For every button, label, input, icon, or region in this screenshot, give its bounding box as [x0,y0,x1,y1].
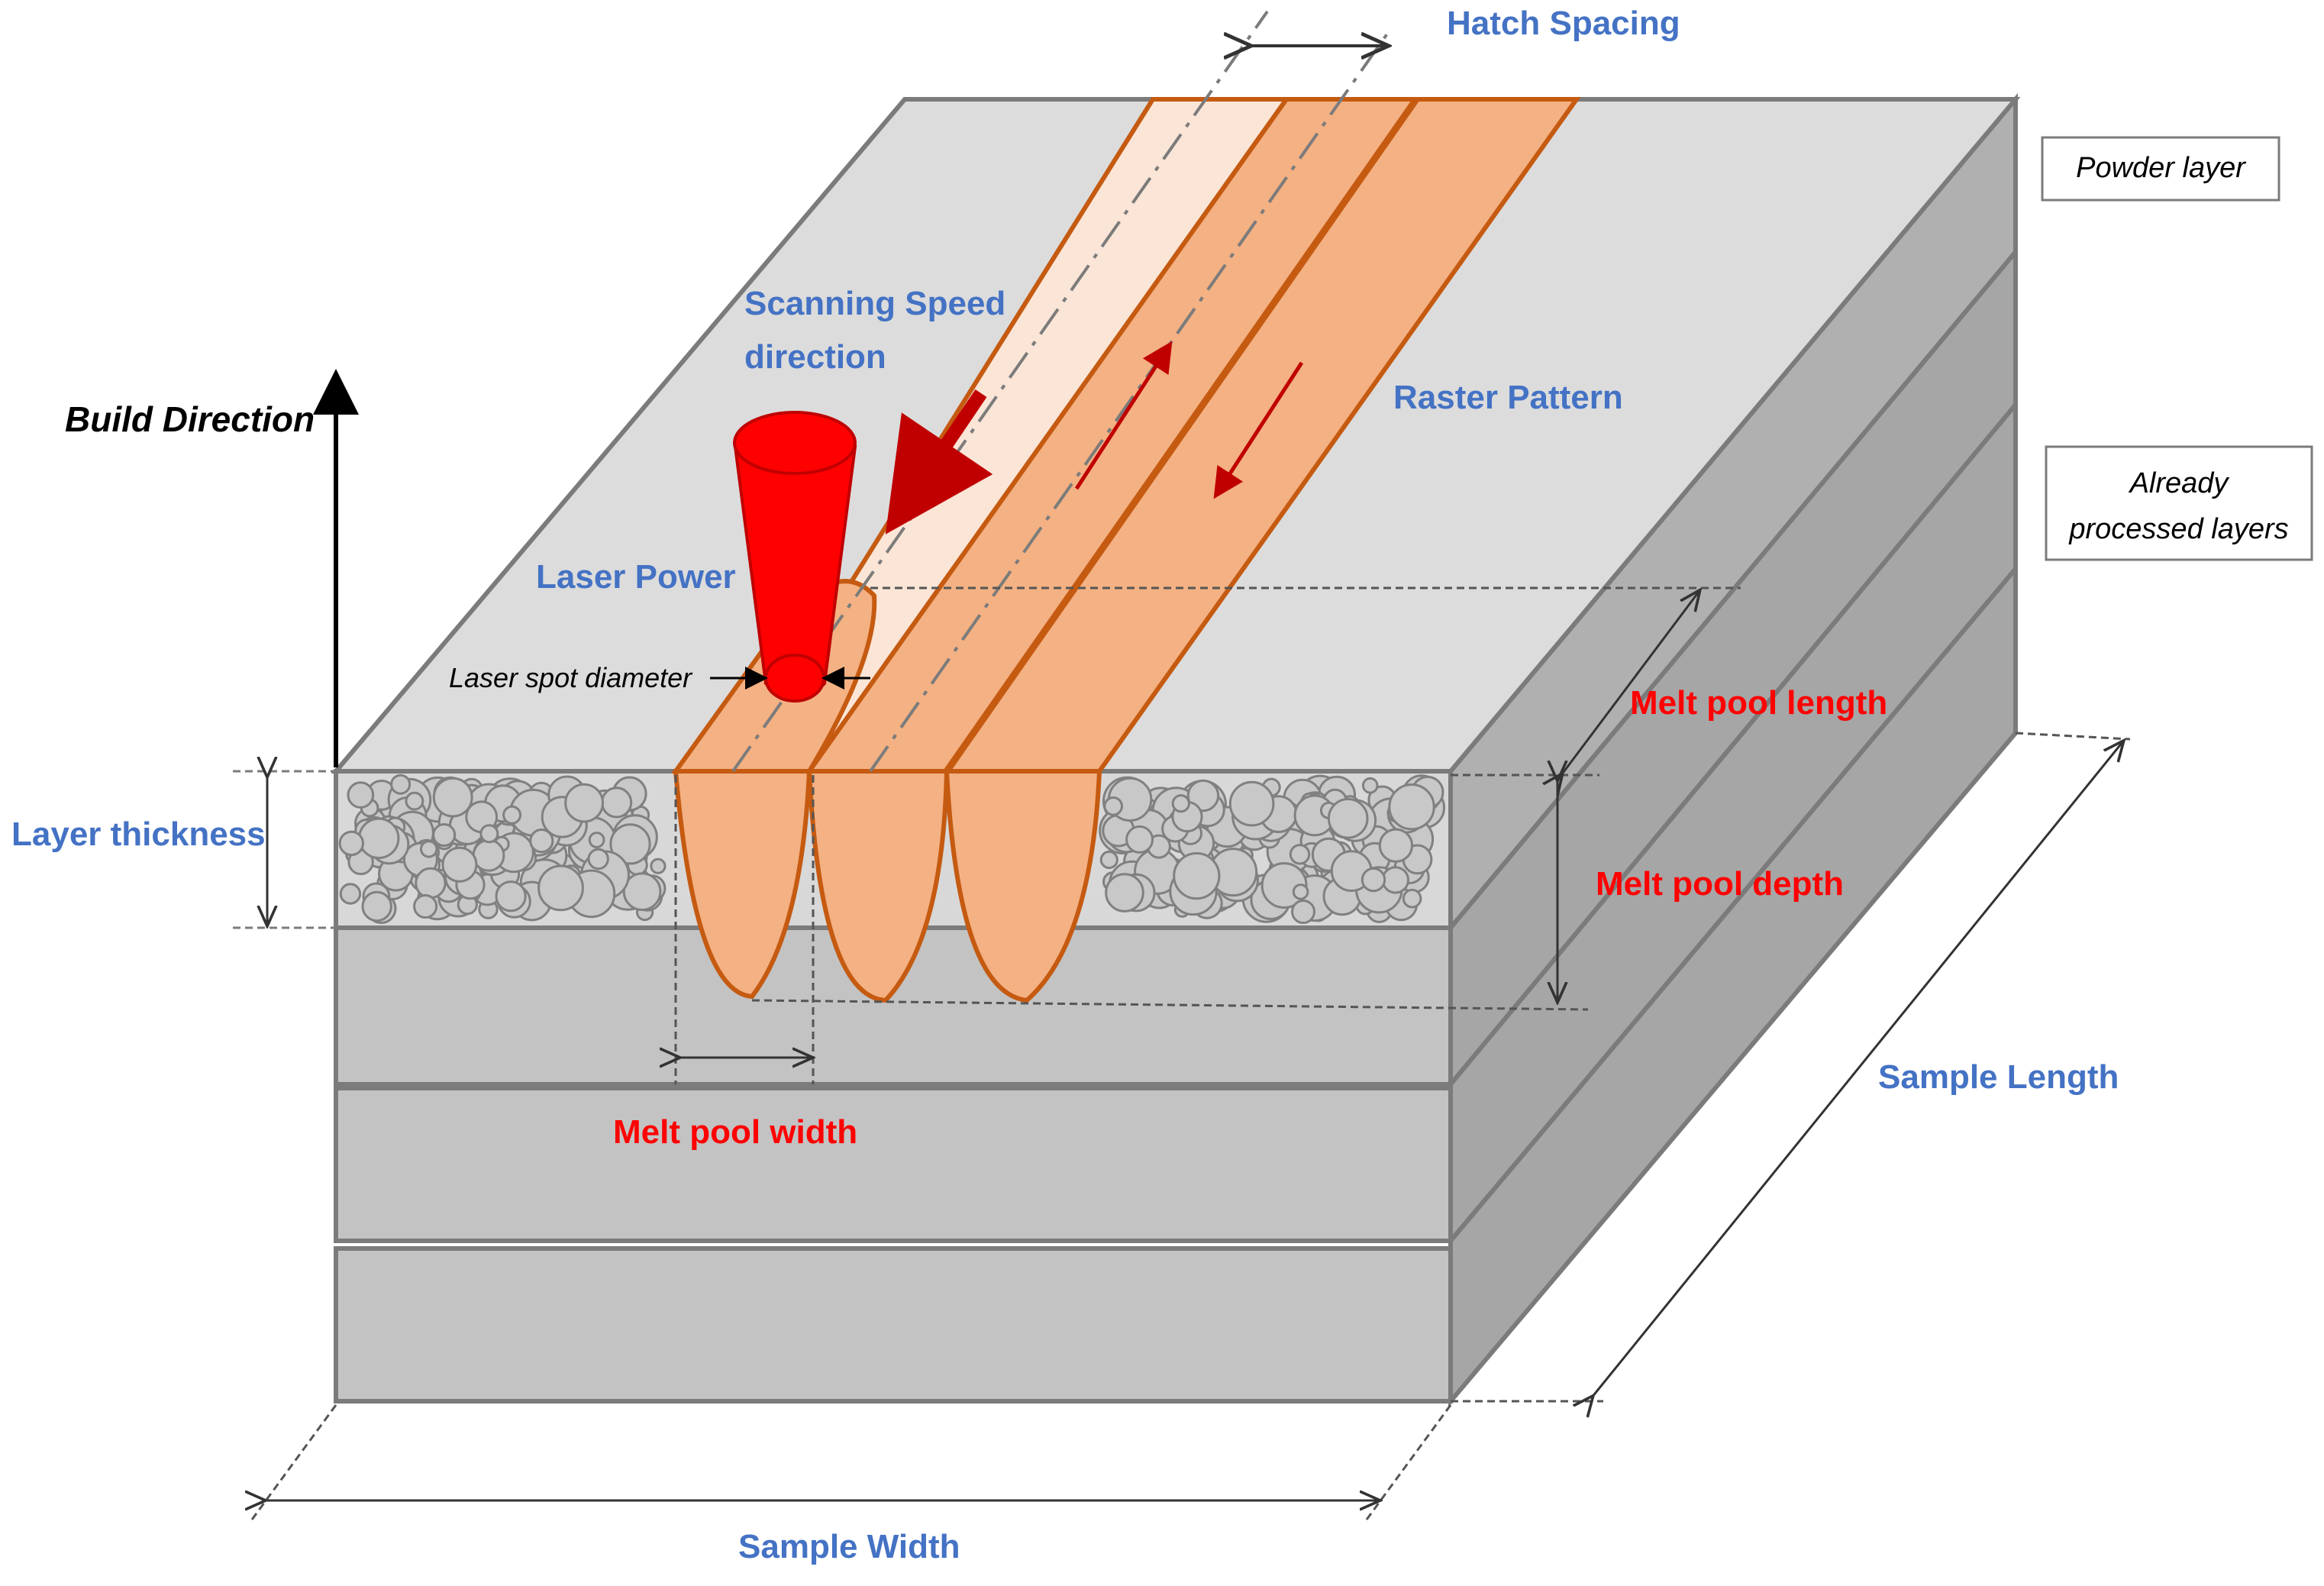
sample-length-ext-top [2015,732,2131,741]
melt-pool-length-label: Melt pool length [1630,684,1887,722]
powder-layer-box [2041,136,2280,202]
powder-particles [338,774,1445,925]
hatch-spacing-label: Hatch Spacing [1447,5,1680,42]
powder-particle [1173,852,1221,900]
scanning-speed-label-line1: Scanning Speed [744,285,1005,322]
powder-particle [405,791,424,811]
scan-speed-arrow [885,389,993,535]
powder-particle [479,824,499,844]
powder-particle [502,805,522,825]
processed-layers-label-line1: Already [2129,467,2230,499]
melt-pool-depth-label: Melt pool depth [1596,865,1844,903]
processed-layers-box [2045,445,2313,561]
dimension-lines [233,46,2131,1520]
powder-particle [601,787,633,819]
powder-particle [413,894,438,919]
powder-particle [347,781,375,809]
powder-particle [588,832,605,848]
powder-particle [609,823,651,865]
track-boundary-line [944,97,1419,774]
sample-length-label: Sample Length [1878,1058,2119,1096]
sample-width-label: Sample Width [738,1528,960,1565]
powder-particle [420,840,438,858]
raster-pattern-label: Raster Pattern [1393,379,1623,416]
melt-pool-section-1 [673,769,812,1000]
powder-particle [1381,866,1410,894]
raster-up-arrow [1074,341,1173,490]
powder-particle [338,830,364,857]
laser-spot [764,654,825,703]
powder-particle [1291,900,1315,924]
powder-particle [1099,850,1118,870]
powder-particle [1105,873,1144,913]
powder-particle [537,864,584,912]
powder-particle [1289,844,1311,865]
melt-pool-sections [673,769,1102,1003]
powder-particle [1361,777,1379,794]
front-layer-3 [334,1086,1453,1243]
powder-particle [415,867,447,900]
melt-pool-depth-ext-bottom [751,999,1589,1011]
sample-length-arrow [1592,742,2122,1397]
callout-boxes: Powder layer Already processed layers [2041,136,2313,561]
laser-cone-top [733,411,857,475]
melt-pool-section-2 [806,769,950,1003]
sample-width-ext-left [250,1404,337,1520]
front-layer-4 [334,1246,1453,1403]
powder-particle [432,777,473,818]
laser-beam [733,411,857,703]
powder-particle [390,774,412,795]
powder-particle [1103,796,1123,816]
sample-width-ext-right [1365,1404,1452,1520]
powder-particle [650,858,667,874]
powder-particle [1402,888,1422,909]
powder-particle [1292,883,1309,900]
powder-particle [1361,867,1386,893]
powder-particle [1125,825,1154,854]
powder-particle [1378,828,1414,863]
laser-spot-diameter-label: Laser spot diameter [449,662,693,693]
powder-particle [432,823,457,847]
powder-particle [1186,779,1220,812]
powder-particle [529,829,554,854]
melt-pool-section-3 [944,769,1102,1003]
powder-particle [1327,798,1369,839]
powder-particle [361,890,392,922]
scan-centerline-2 [869,29,1391,773]
raster-down-arrow [1213,361,1304,499]
powder-particle [1171,794,1190,813]
powder-particle [472,838,505,872]
melt-pool-width-label: Melt pool width [613,1113,857,1151]
powder-particle [495,880,527,913]
powder-particle [339,883,362,905]
powder-particle [358,817,400,860]
powder-particle [564,783,604,823]
powder-particle [587,848,609,871]
processed-layers-label-line2: processed layers [2068,513,2288,545]
scanning-speed-label-line2: direction [744,338,886,376]
powder-particle [1228,780,1275,827]
powder-particle [622,872,662,911]
powder-layer-label: Powder layer [2076,152,2246,184]
text-labels: Hatch Spacing Scanning Speed direction R… [11,5,2119,1565]
scan-centerline-1 [731,10,1269,773]
powder-particle [1388,783,1435,831]
powder-particle [441,846,478,883]
laser-power-label: Laser Power [536,558,736,596]
build-direction-label: Build Direction [65,399,315,439]
scan-direction-arrows [885,341,1304,535]
layer-thickness-label: Layer thickness [11,816,266,853]
